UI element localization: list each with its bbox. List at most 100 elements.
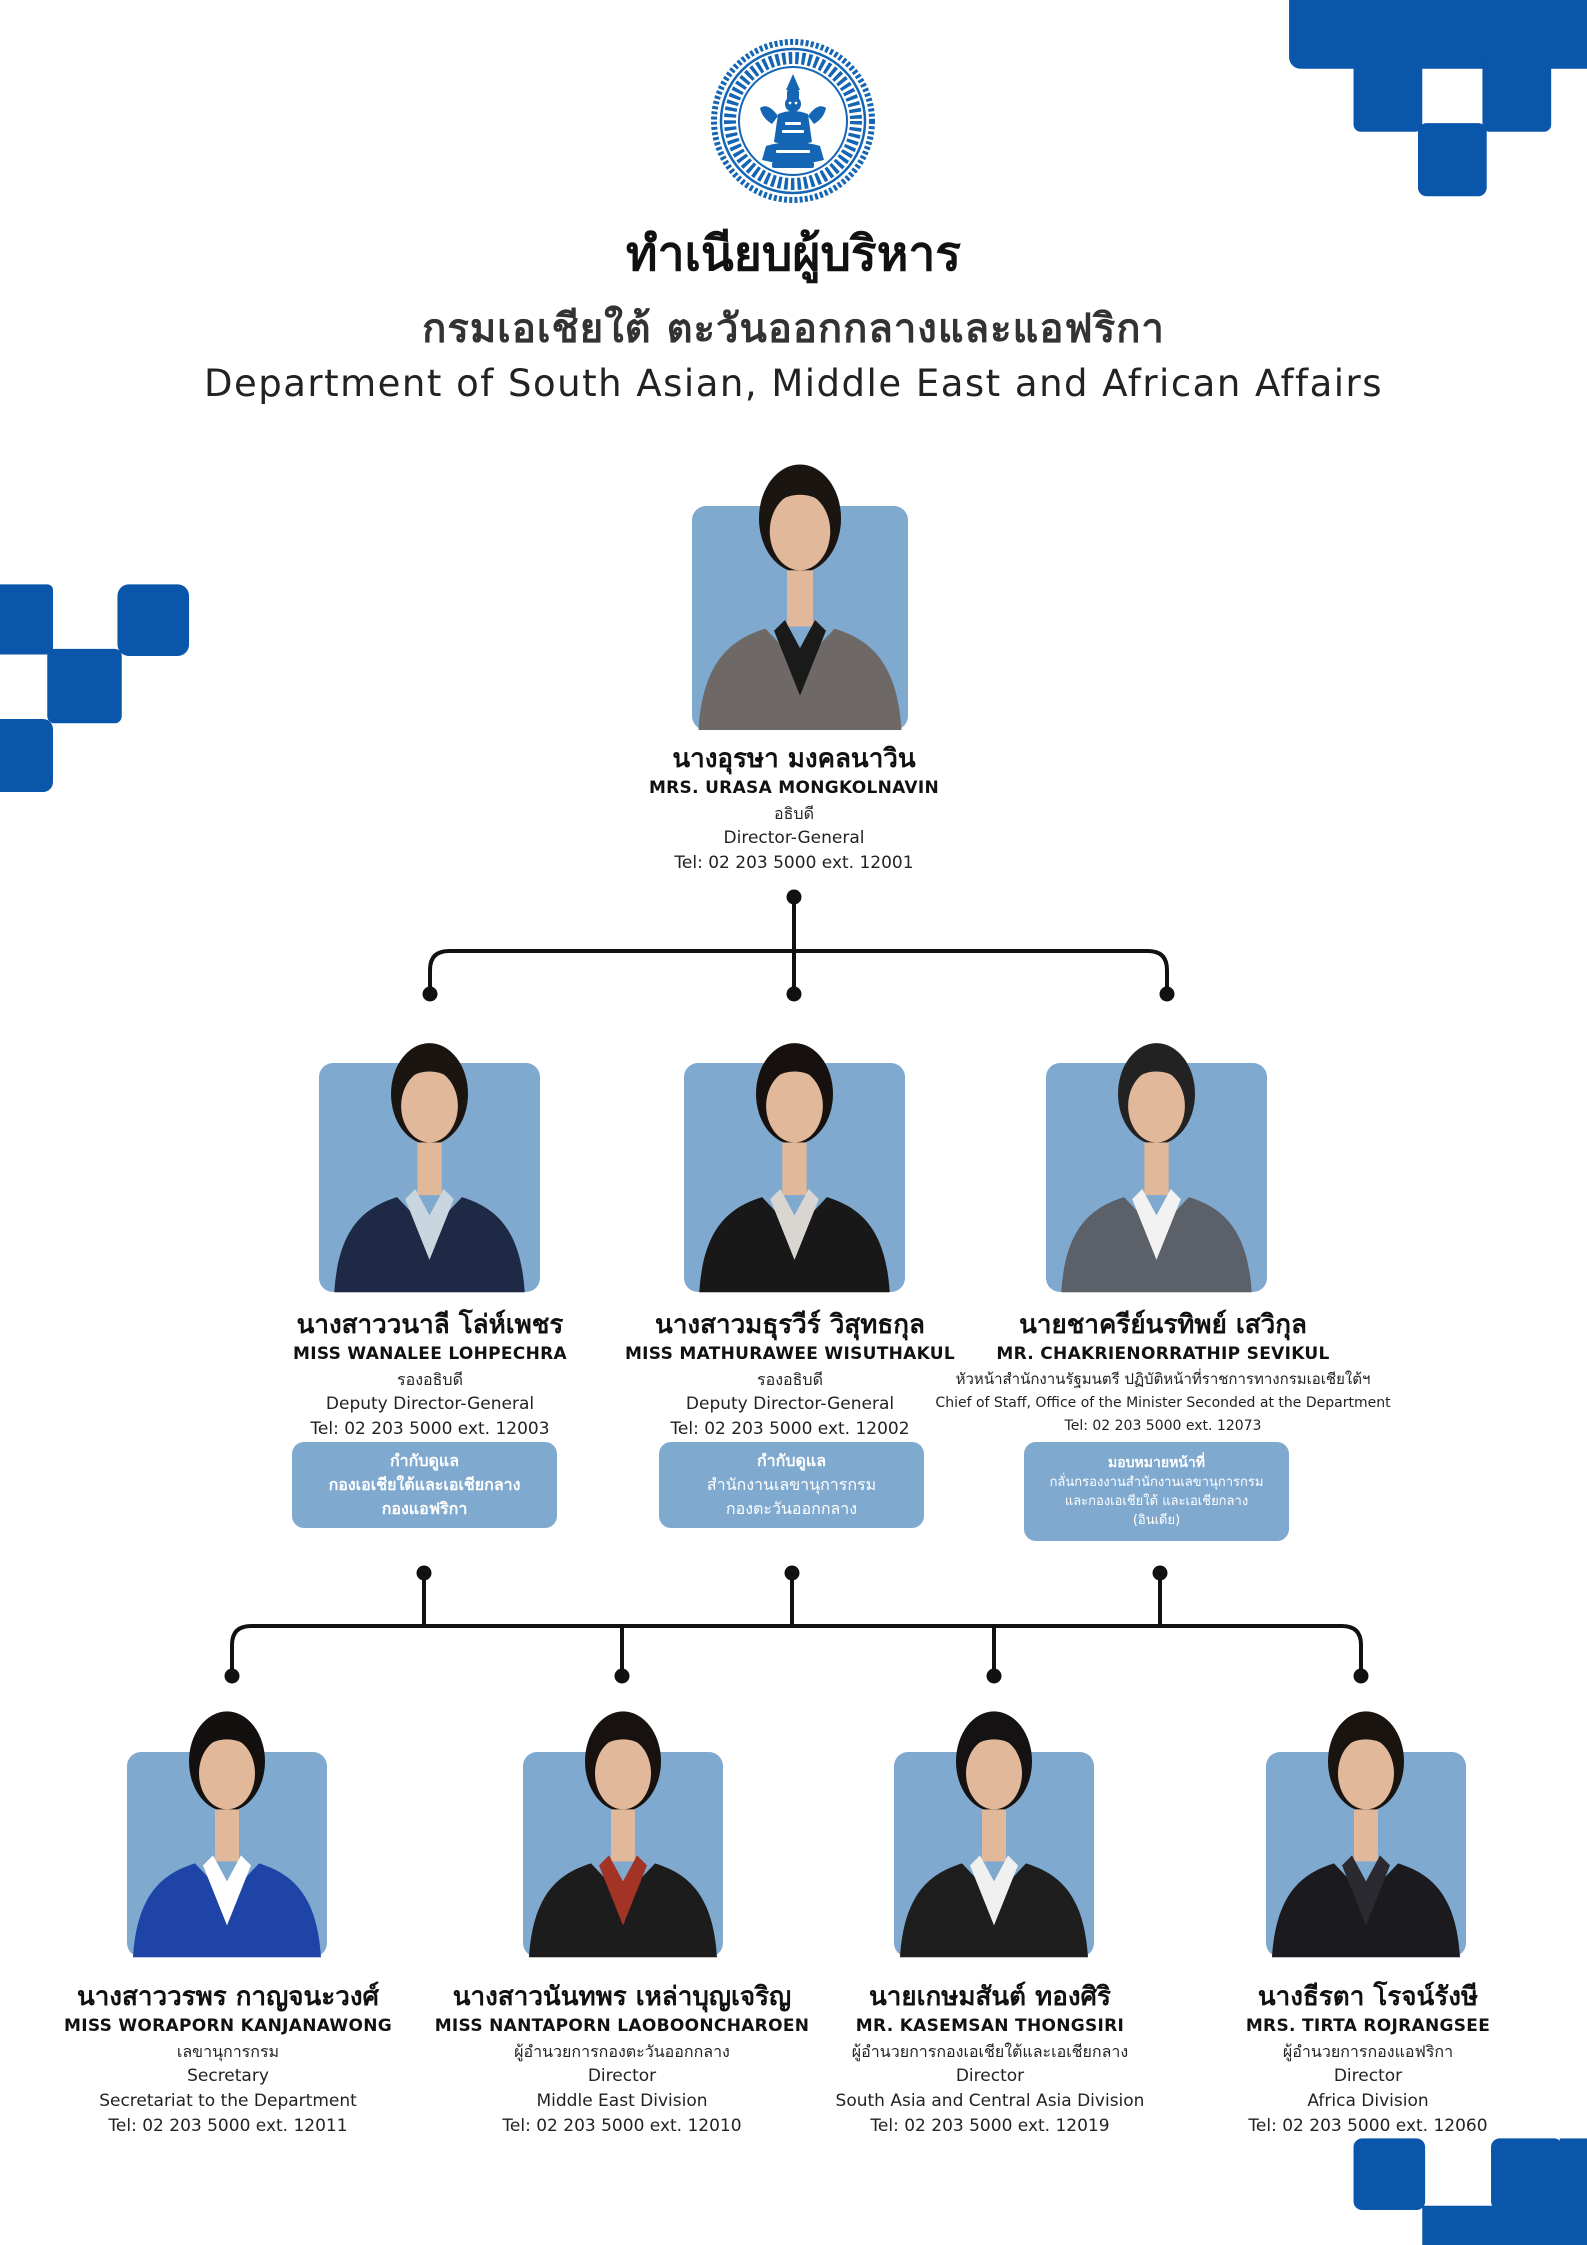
division-head-title-english: Secretary bbox=[187, 2066, 269, 2086]
lower-branch-connector bbox=[230, 1624, 1363, 1678]
connector-node bbox=[1152, 1565, 1168, 1581]
deputy-title-english: Deputy Director-General bbox=[685, 1394, 895, 1414]
portrait-silhouette bbox=[900, 1711, 1088, 1957]
portrait-silhouette bbox=[1061, 1042, 1252, 1292]
deputy-photo bbox=[684, 1042, 905, 1292]
bottom-right-block-decoration bbox=[1353, 2138, 1587, 2245]
connector-node bbox=[614, 1668, 630, 1684]
director-title-english: Director-General bbox=[723, 828, 865, 848]
division-head-title-thai: ผู้อำนวยการกองตะวันออกกลาง bbox=[514, 2042, 730, 2061]
division-head-name-thai: นางธีรตา โรจน์รังษี bbox=[1257, 1982, 1479, 2012]
deputies-branch-connector bbox=[428, 949, 1169, 996]
deputy-info: นางสาววนาลี โล่ห์เพชร MISS WANALEE LOHPE… bbox=[150, 1308, 710, 1442]
connector-node bbox=[416, 1565, 432, 1581]
left-block-decoration bbox=[0, 584, 190, 793]
division-head-unit: Secretariat to the Department bbox=[99, 2091, 357, 2111]
department-name-thai: กรมเอเชียใต้ ตะวันออกกลางและแอฟริกา bbox=[422, 306, 1165, 352]
connector-node bbox=[224, 1668, 240, 1684]
division-head-name-thai: นางสาวนันทพร เหล่าบุญเจริญ bbox=[452, 1982, 792, 2012]
division-head-phone: Tel: 02 203 5000 ext. 12060 bbox=[1248, 2116, 1488, 2136]
director-photo bbox=[692, 464, 908, 730]
connector-node bbox=[986, 1668, 1002, 1684]
connector-node bbox=[1353, 1668, 1369, 1684]
division-head-title-thai: เลขานุการกรม bbox=[176, 2042, 280, 2061]
connector-node bbox=[786, 986, 802, 1002]
deputy-title-thai: รองอธิบดี bbox=[757, 1370, 823, 1389]
division-head-photo bbox=[127, 1711, 327, 1957]
page-title: ทำเนียบผู้บริหาร bbox=[625, 226, 962, 282]
division-head-photo bbox=[1266, 1711, 1466, 1957]
director-name-english: MRS. URASA MONGKOLNAVIN bbox=[648, 778, 940, 798]
division-head-info: นายเกษมสันต์ ทองศิริ MR. KASEMSAN THONGS… bbox=[790, 1980, 1190, 2139]
deputy-title-english: Chief of Staff, Office of the Minister S… bbox=[935, 1395, 1391, 1411]
division-head-name-english: MISS WORAPORN KANJANAWONG bbox=[63, 2016, 393, 2036]
deputy-duty-box: กำกับดูแล สำนักงานเลขานุการกรม กองตะวันอ… bbox=[659, 1442, 924, 1528]
portrait-silhouette bbox=[698, 464, 902, 730]
deputy-name-thai: นางสาววนาลี โล่ห์เพชร bbox=[296, 1310, 564, 1340]
deputy-title-english: Deputy Director-General bbox=[325, 1394, 535, 1414]
division-head-name-thai: นางสาววรพร กาญจนะวงศ์ bbox=[76, 1982, 380, 2012]
deputy-duty-box: มอบหมายหน้าที่ กลั่นกรองงานสำนักงานเลขาน… bbox=[1024, 1442, 1289, 1541]
connector-node bbox=[1159, 986, 1175, 1002]
director-info: นางอุรษา มงคลนาวิน MRS. URASA MONGKOLNAV… bbox=[494, 742, 1094, 876]
duty-line: กองแอฟริกา bbox=[381, 1499, 468, 1518]
deputy-photo bbox=[319, 1042, 540, 1292]
portrait-silhouette bbox=[334, 1042, 525, 1292]
division-head-title-english: Director bbox=[955, 2066, 1025, 2086]
division-head-title-thai: ผู้อำนวยการกองแอฟริกา bbox=[1282, 2042, 1454, 2061]
deputy-name-thai: นายชาครีย์นรทิพย์ เสวิกุล bbox=[1019, 1310, 1307, 1340]
division-head-phone: Tel: 02 203 5000 ext. 12010 bbox=[502, 2116, 742, 2136]
division-head-name-thai: นายเกษมสันต์ ทองศิริ bbox=[868, 1982, 1111, 2012]
portrait-silhouette bbox=[133, 1711, 321, 1957]
deputy-title-thai: รองอธิบดี bbox=[397, 1370, 463, 1389]
division-head-info: นางธีรตา โรจน์รังษี MRS. TIRTA ROJRANGSE… bbox=[1168, 1980, 1568, 2139]
division-head-phone: Tel: 02 203 5000 ext. 12011 bbox=[108, 2116, 348, 2136]
portrait-silhouette bbox=[699, 1042, 890, 1292]
deputy-phone: Tel: 02 203 5000 ext. 12002 bbox=[670, 1419, 910, 1439]
top-right-block-decoration bbox=[1289, 0, 1587, 197]
division-head-name-english: MRS. TIRTA ROJRANGSEE bbox=[1245, 2016, 1491, 2036]
department-seal-emblem-icon bbox=[711, 39, 875, 203]
division-head-name-english: MISS NANTAPORN LAOBOONCHAROEN bbox=[434, 2016, 810, 2036]
department-name-english: Department of South Asian, Middle East a… bbox=[203, 362, 1384, 405]
duty-line: กลั่นกรองงานสำนักงานเลขานุการกรม bbox=[1049, 1475, 1264, 1490]
deputy-name-english: MR. CHAKRIENORRATHIP SEVIKUL bbox=[996, 1344, 1330, 1364]
division-head-unit: Middle East Division bbox=[536, 2091, 708, 2111]
division-head-title-thai: ผู้อำนวยการกองเอเชียใต้และเอเชียกลาง bbox=[851, 2042, 1129, 2061]
deputy-phone: Tel: 02 203 5000 ext. 12003 bbox=[310, 1419, 550, 1439]
deputy-photo bbox=[1046, 1042, 1267, 1292]
duty-line: กองตะวันออกกลาง bbox=[725, 1499, 858, 1518]
deputy-duty-box: กำกับดูแล กองเอเชียใต้และเอเชียกลาง กองแ… bbox=[292, 1442, 557, 1528]
connector-node bbox=[422, 986, 438, 1002]
deputy-name-english: MISS WANALEE LOHPECHRA bbox=[293, 1344, 567, 1364]
duty-line: (อินเดีย) bbox=[1132, 1513, 1181, 1528]
deputy-phone: Tel: 02 203 5000 ext. 12073 bbox=[1064, 1418, 1262, 1434]
division-head-title-english: Director bbox=[1333, 2066, 1403, 2086]
duty-line: สำนักงานเลขานุการกรม bbox=[706, 1475, 877, 1494]
division-head-info: นางสาววรพร กาญจนะวงศ์ MISS WORAPORN KANJ… bbox=[28, 1980, 428, 2139]
division-head-unit: Africa Division bbox=[1307, 2091, 1429, 2111]
deputy-name-english: MISS MATHURAWEE WISUTHAKUL bbox=[624, 1344, 956, 1364]
deputy-info: นางสาวมธุรวีร์ วิสุทธกุล MISS MATHURAWEE… bbox=[510, 1308, 1070, 1442]
division-head-photo bbox=[894, 1711, 1094, 1957]
director-phone: Tel: 02 203 5000 ext. 12001 bbox=[674, 853, 914, 873]
deputy-info: นายชาครีย์นรทิพย์ เสวิกุล MR. CHAKRIENOR… bbox=[863, 1308, 1463, 1437]
director-name-thai: นางอุรษา มงคลนาวิน bbox=[672, 744, 916, 774]
division-head-phone: Tel: 02 203 5000 ext. 12019 bbox=[870, 2116, 1110, 2136]
connector-node bbox=[784, 1565, 800, 1581]
division-head-info: นางสาวนันทพร เหล่าบุญเจริญ MISS NANTAPOR… bbox=[422, 1980, 822, 2139]
director-title-thai: อธิบดี bbox=[774, 804, 814, 823]
duty-line: และกองเอเชียใต้ และเอเชียกลาง bbox=[1064, 1494, 1249, 1509]
division-head-title-english: Director bbox=[587, 2066, 657, 2086]
portrait-silhouette bbox=[1272, 1711, 1460, 1957]
deputy-title-thai: หัวหน้าสำนักงานรัฐมนตรี ปฏิบัติหน้าที่รา… bbox=[955, 1370, 1371, 1388]
division-head-name-english: MR. KASEMSAN THONGSIRI bbox=[855, 2016, 1125, 2036]
deputy-name-thai: นางสาวมธุรวีร์ วิสุทธกุล bbox=[655, 1310, 925, 1340]
portrait-silhouette bbox=[529, 1711, 717, 1957]
duty-heading: มอบหมายหน้าที่ bbox=[1108, 1455, 1205, 1471]
division-head-photo bbox=[523, 1711, 723, 1957]
duty-line: กองเอเชียใต้และเอเชียกลาง bbox=[328, 1475, 521, 1494]
connector-node bbox=[786, 889, 802, 905]
duty-heading: กำกับดูแล bbox=[389, 1451, 460, 1470]
